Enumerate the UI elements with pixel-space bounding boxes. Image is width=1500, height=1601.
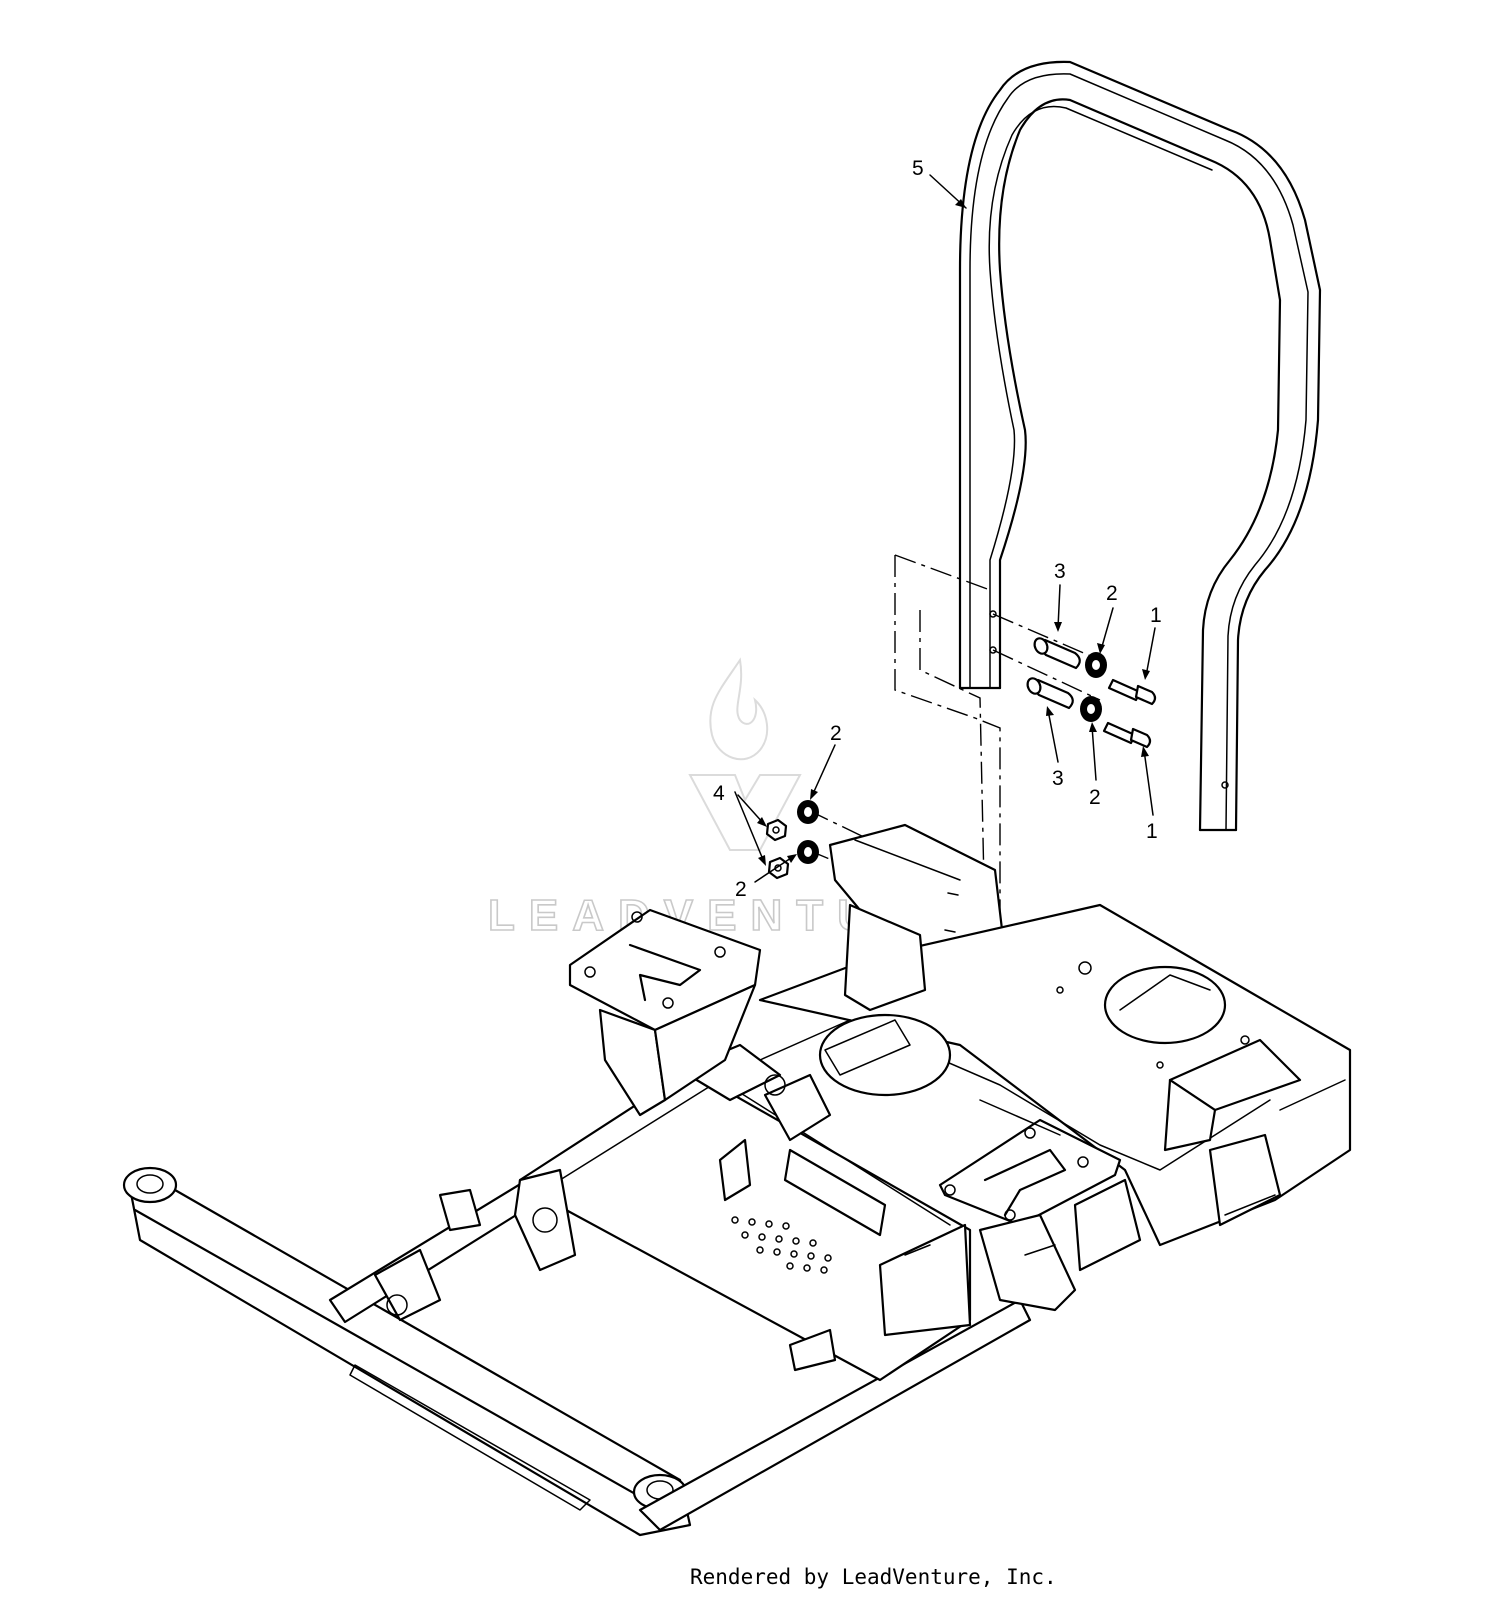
callout-2-lower: 2 xyxy=(1089,786,1101,809)
bolt-lower xyxy=(1102,721,1152,749)
callout-3-lower: 3 xyxy=(1052,767,1064,790)
roll-over-protection-bar xyxy=(958,60,1322,832)
leader-lines xyxy=(734,174,1156,883)
rendered-by-credit: Rendered by LeadVenture, Inc. xyxy=(690,1565,1057,1589)
callout-1-upper: 1 xyxy=(1150,604,1162,627)
washer-upper-left xyxy=(797,800,819,824)
washer-lower-right xyxy=(1080,696,1102,722)
bolt-upper xyxy=(1107,678,1157,706)
spacer-upper xyxy=(1033,637,1081,670)
washer-upper-right xyxy=(1085,652,1107,678)
callouts: 5 3 2 1 3 2 1 2 4 2 xyxy=(713,157,1162,901)
callout-5: 5 xyxy=(912,157,924,180)
callout-2-upper: 2 xyxy=(1106,582,1118,605)
callout-2-left-lower: 2 xyxy=(735,878,747,901)
nut-upper xyxy=(765,818,788,842)
mower-frame xyxy=(122,823,1352,1537)
deck-vent-holes xyxy=(731,1216,832,1274)
callout-3-upper: 3 xyxy=(1054,560,1066,583)
callout-4: 4 xyxy=(713,782,725,805)
watermark-logo xyxy=(688,657,802,851)
washer-lower-left xyxy=(797,840,819,864)
spacer-lower xyxy=(1026,677,1074,710)
callout-1-lower: 1 xyxy=(1146,820,1158,843)
callout-2-left-upper: 2 xyxy=(830,722,842,745)
